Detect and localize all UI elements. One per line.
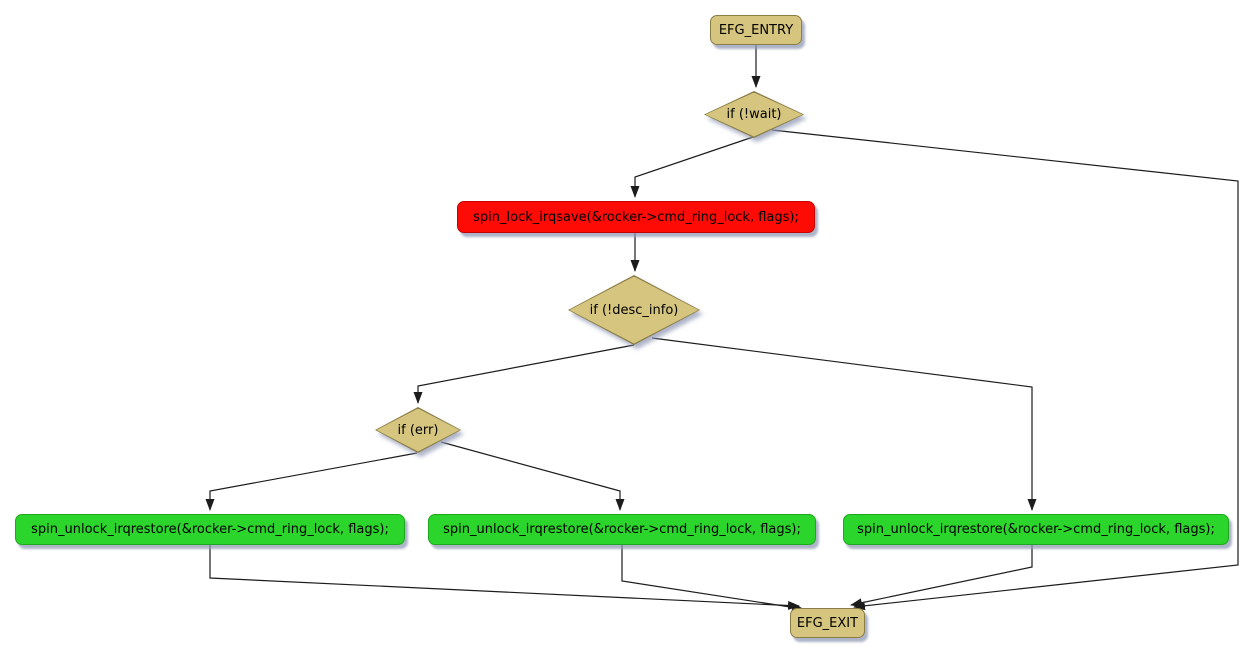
decision-if-err-label: if (err): [397, 422, 439, 438]
edge-ifdesc-to-iferr: [413, 344, 635, 404]
node-spin-unlock-1-label: spin_unlock_irqrestore(&rocker->cmd_ring…: [31, 522, 389, 537]
decision-if-desc-info: if (!desc_info): [568, 275, 700, 345]
node-spin-unlock-1: spin_unlock_irqrestore(&rocker->cmd_ring…: [15, 514, 405, 545]
node-spin-lock-irqsave-label: spin_lock_irqsave(&rocker->cmd_ring_lock…: [473, 209, 799, 225]
decision-if-desc-info-label: if (!desc_info): [589, 302, 679, 318]
decision-if-wait-label: if (!wait): [726, 107, 782, 122]
node-spin-lock-irqsave: spin_lock_irqsave(&rocker->cmd_ring_lock…: [457, 201, 815, 233]
node-efg-entry: EFG_ENTRY: [710, 15, 802, 45]
node-spin-unlock-3: spin_unlock_irqrestore(&rocker->cmd_ring…: [843, 514, 1229, 545]
edge-iferr-to-unlock1: [205, 452, 418, 511]
decision-if-wait: if (!wait): [704, 91, 804, 138]
node-efg-entry-label: EFG_ENTRY: [718, 22, 794, 38]
node-spin-unlock-2: spin_unlock_irqrestore(&rocker->cmd_ring…: [428, 514, 816, 545]
node-spin-unlock-2-label: spin_unlock_irqrestore(&rocker->cmd_ring…: [443, 522, 801, 537]
decision-if-err: if (err): [375, 407, 461, 453]
edge-ifwait-to-spinlock: [630, 136, 754, 198]
edge-unlock3-to-exit: [850, 545, 1033, 608]
edge-unlock2-to-exit: [621, 545, 804, 612]
node-efg-exit-label: EFG_EXIT: [796, 615, 859, 631]
edge-unlock1-to-exit: [209, 545, 800, 610]
node-efg-exit: EFG_EXIT: [790, 608, 865, 638]
node-spin-unlock-3-label: spin_unlock_irqrestore(&rocker->cmd_ring…: [857, 522, 1215, 537]
edge-ifdesc-to-unlock3: [651, 337, 1037, 511]
edge-iferr-to-unlock2: [440, 441, 625, 511]
